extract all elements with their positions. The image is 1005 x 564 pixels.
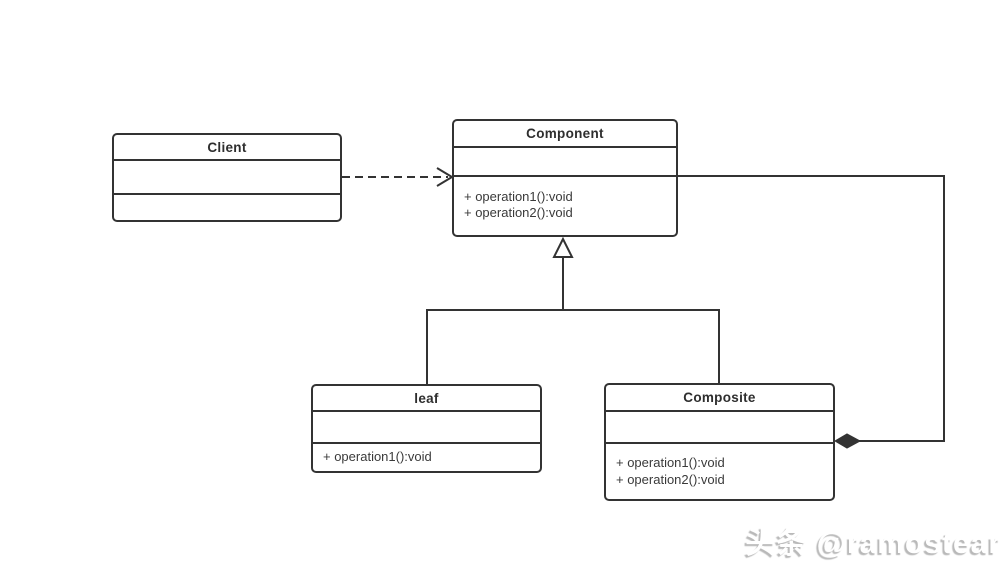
class-box-leaf: leaf + operation1():void (311, 384, 542, 473)
method-label: + operation1():void (616, 455, 725, 470)
attributes-compartment (606, 412, 833, 444)
watermark-text: 头条 @ramostear (745, 527, 1001, 560)
dependency-arrow-client-component (342, 167, 454, 187)
attributes-compartment (454, 148, 676, 177)
class-box-client: Client (112, 133, 342, 222)
class-title: Component (454, 121, 676, 148)
methods-compartment: + operation1():void + operation2():void (606, 444, 833, 499)
methods-compartment (114, 195, 340, 220)
methods-compartment: + operation1():void (313, 444, 540, 471)
class-title: Composite (606, 385, 833, 412)
method-label: + operation1():void (323, 449, 432, 464)
attributes-compartment (114, 161, 340, 195)
method-label: + operation2():void (616, 472, 725, 487)
methods-compartment: + operation1():void + operation2():void (454, 177, 676, 235)
class-box-component: Component + operation1():void + operatio… (452, 119, 678, 237)
class-title: Client (114, 135, 340, 161)
attributes-compartment (313, 412, 540, 444)
filled-diamond-icon (834, 433, 862, 449)
class-title: leaf (313, 386, 540, 412)
method-label: + operation1():void (464, 189, 573, 204)
hollow-triangle-icon (552, 236, 574, 258)
class-box-composite: Composite + operation1():void + operatio… (604, 383, 835, 501)
generalization-connector (426, 236, 720, 384)
method-label: + operation2():void (464, 205, 573, 220)
open-arrowhead-icon (436, 167, 454, 187)
